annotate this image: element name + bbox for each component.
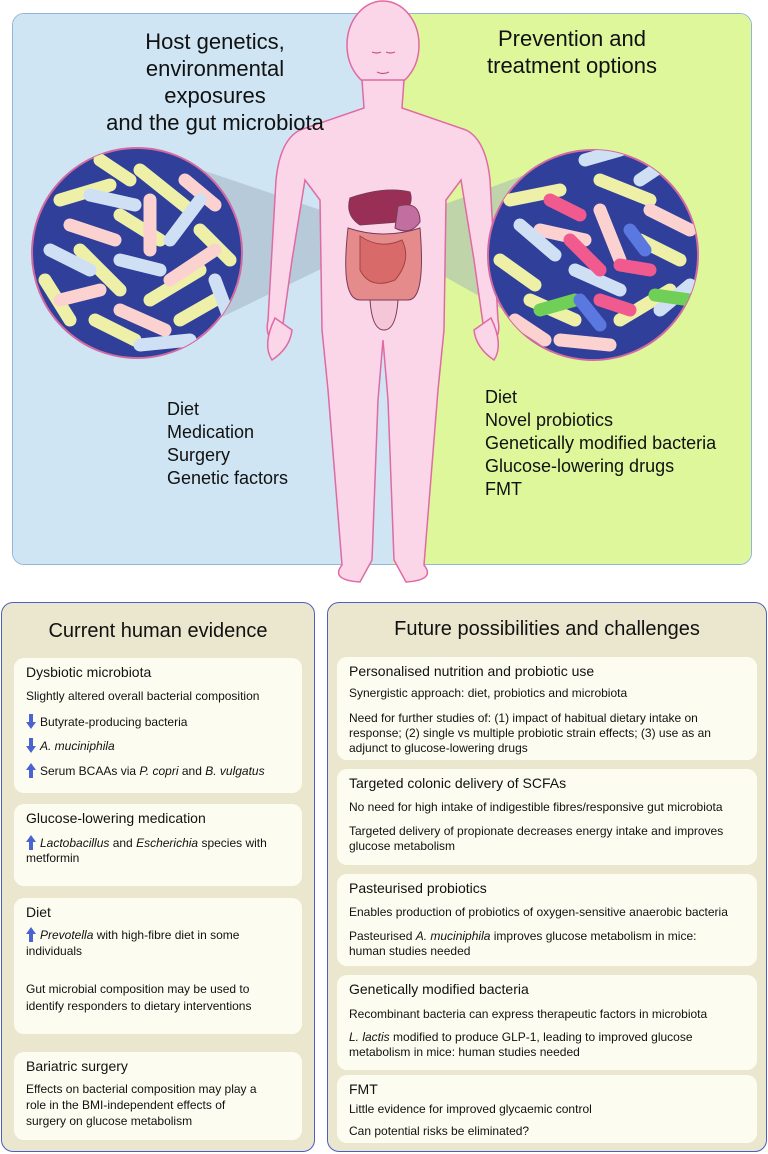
card-text: Targeted delivery of propionate decrease… (349, 824, 724, 838)
panel-title: Future possibilities and challenges (394, 618, 700, 640)
card-text: glucose metabolism (349, 839, 456, 853)
future-possibilities-panel: Future possibilities and challenges Pers… (327, 602, 767, 1152)
card-title: Diet (26, 904, 51, 920)
card-text: Effects on bacterial composition may pla… (26, 1082, 257, 1096)
evidence-card-dysbiotic: Dysbiotic microbiota Slightly altered ov… (14, 658, 302, 793)
left-microbiota-circle (31, 147, 243, 359)
evidence-card-diet: Diet Prevotella with high-fibre diet in … (14, 898, 302, 1034)
card-title: Bariatric surgery (26, 1058, 128, 1074)
up-arrow-icon (26, 763, 36, 778)
up-arrow-icon (26, 927, 36, 942)
option-item: Glucose-lowering drugs (485, 456, 675, 476)
card-title: Pasteurised probiotics (349, 880, 487, 896)
future-card-gm-bacteria: Genetically modified bacteria Recombinan… (337, 975, 757, 1070)
card-title: Targeted colonic delivery of SCFAs (349, 775, 567, 791)
future-card-personalised: Personalised nutrition and probiotic use… (337, 657, 757, 760)
card-title: Personalised nutrition and probiotic use (349, 663, 595, 679)
card-text: No need for high intake of indigestible … (349, 800, 723, 814)
evidence-row: Serum BCAAs via P. copri and B. vulgatus (26, 763, 265, 779)
factor-item: Diet (167, 399, 200, 419)
card-text: adjunct to glucose-lowering drugs (349, 741, 528, 755)
card-title: FMT (349, 1081, 378, 1097)
down-arrow-icon (26, 738, 36, 753)
card-text: Little evidence for improved glycaemic c… (349, 1102, 592, 1116)
card-text: Enables production of probiotics of oxyg… (349, 905, 728, 919)
card-text: Slightly altered overall bacterial compo… (26, 689, 260, 703)
current-evidence-panel: Current human evidence Dysbiotic microbi… (1, 602, 315, 1152)
evidence-row: Prevotella with high-fibre diet in some (26, 927, 239, 943)
card-text: L. lactis modified to produce GLP-1, lea… (349, 1030, 693, 1044)
down-arrow-icon (26, 714, 36, 729)
card-text: identify responders to dietary intervent… (26, 999, 252, 1013)
card-text: surgery on glucose metabolism (26, 1114, 193, 1128)
card-text: metabolism in mice: human studies needed (349, 1045, 580, 1059)
card-title: Genetically modified bacteria (349, 981, 529, 997)
card-title: Dysbiotic microbiota (26, 664, 152, 680)
card-text: individuals (26, 944, 83, 958)
option-item: Novel probiotics (485, 410, 614, 430)
evidence-row: Lactobacillus and Escherichia species wi… (26, 835, 267, 851)
card-text: Need for further studies of: (1) impact … (349, 711, 698, 725)
card-text: Can potential risks be eliminated? (349, 1124, 530, 1138)
digestive-organs (345, 189, 422, 331)
human-body-illustration (31, 0, 699, 583)
evidence-row: A. muciniphila (26, 738, 115, 754)
left-bacteria (38, 153, 237, 352)
card-text: role in the BMI-independent effects of (26, 1098, 226, 1112)
option-item: FMT (485, 479, 522, 499)
right-bacteria (493, 150, 697, 352)
human-body (266, 0, 500, 583)
up-arrow-icon (26, 835, 36, 850)
evidence-row: Butyrate-producing bacteria (26, 714, 187, 730)
card-title: Glucose-lowering medication (26, 810, 206, 826)
factor-item: Genetic factors (167, 468, 289, 488)
evidence-card-medication: Glucose-lowering medication Lactobacillu… (14, 804, 302, 886)
factor-item: Surgery (167, 445, 231, 465)
future-card-scfa: Targeted colonic delivery of SCFAs No ne… (337, 769, 757, 865)
option-item: Genetically modified bacteria (485, 433, 717, 453)
top-illustration-panel (12, 13, 752, 565)
card-text: metformin (26, 851, 80, 865)
card-text: Gut microbial composition may be used to (26, 982, 250, 996)
right-heading: Prevention and treatment options (487, 26, 657, 78)
left-heading: Host genetics, environmental exposures a… (106, 29, 324, 135)
left-factor-list: Diet Medication Surgery Genetic factors (167, 398, 288, 490)
evidence-card-bariatric: Bariatric surgery Effects on bacterial c… (14, 1052, 302, 1140)
card-text: response; (2) single vs multiple probiot… (349, 726, 711, 740)
factor-item: Medication (167, 422, 255, 442)
card-text: Pasteurised A. muciniphila improves gluc… (349, 929, 697, 943)
card-text: human studies needed (349, 944, 471, 958)
future-card-fmt: FMT Little evidence for improved glycaem… (337, 1075, 757, 1143)
card-text: Recombinant bacteria can express therape… (349, 1007, 708, 1021)
future-card-pasteurised: Pasteurised probiotics Enables productio… (337, 874, 757, 966)
option-item: Diet (485, 387, 518, 407)
card-text: Synergistic approach: diet, probiotics a… (349, 686, 628, 700)
panel-title: Current human evidence (48, 620, 268, 642)
right-factor-list: Diet Novel probiotics Genetically modifi… (485, 386, 716, 501)
